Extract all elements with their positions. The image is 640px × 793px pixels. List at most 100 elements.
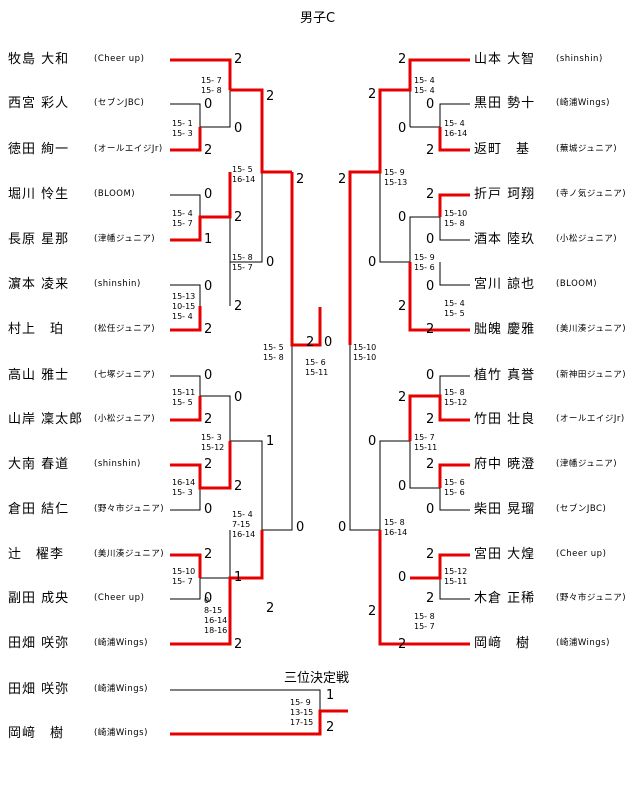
loser-lines	[170, 90, 470, 711]
right-player-1-team: (shinshin)	[556, 54, 603, 64]
left-player-7-team: (松任ジュニア)	[94, 324, 156, 334]
left-player-1-name: 牧島 大和	[8, 52, 70, 67]
set-score: 15- 4 15- 5	[444, 299, 465, 318]
left-player-5-name: 長原 星那	[8, 232, 70, 247]
set-score: 15- 1 15- 3	[172, 119, 193, 138]
right-player-12-team: (Cheer up)	[556, 549, 607, 559]
set-score: 15- 4 7-15 16-14	[232, 510, 256, 539]
set-score: 15- 5 16-14	[232, 165, 256, 184]
left-player-4-team: (BLOOM)	[94, 189, 136, 199]
score: 2	[266, 89, 275, 104]
left-player-11-team: (野々市ジュニア)	[94, 504, 165, 514]
right-player-3-name: 返町 基	[474, 142, 531, 157]
score: 1	[266, 434, 275, 449]
set-score: 15- 5 15- 8	[263, 343, 284, 362]
score: 0	[324, 335, 333, 350]
right-player-14-name: 岡﨑 樹	[474, 636, 531, 651]
score: 0	[426, 502, 435, 517]
score: 2	[426, 591, 435, 606]
right-player-8-name: 植竹 真誉	[474, 368, 536, 383]
set-score: 15- 9 15-13	[384, 168, 408, 187]
score: 2	[398, 637, 407, 652]
right-player-14-team: (崎浦Wings)	[556, 638, 610, 648]
score: 2	[338, 172, 347, 187]
set-score: 15-13 10-15 15- 4	[172, 292, 196, 321]
set-score: 15- 8 16-14	[384, 518, 408, 537]
right-player-10-name: 府中 暁澄	[474, 457, 536, 472]
score: 0	[398, 570, 407, 585]
score: 2	[398, 390, 407, 405]
third-player-1-name: 田畑 咲弥	[8, 682, 70, 697]
right-player-7-team: (美川湊ジュニア)	[556, 324, 627, 334]
score: 2	[204, 143, 213, 158]
left-player-10-team: (shinshin)	[94, 459, 141, 469]
score: 0	[234, 390, 243, 405]
third-place-title: 三位決定戦	[284, 671, 350, 686]
right-player-9-name: 竹田 壮良	[474, 412, 536, 427]
set-score: 15- 8 15- 7	[232, 253, 253, 272]
score: 0	[204, 368, 213, 383]
set-score: 15- 4 15- 4	[414, 76, 435, 95]
right-player-3-team: (蕪城ジュニア)	[556, 144, 618, 154]
score: 0	[204, 97, 213, 112]
right-player-5-team: (小松ジュニア)	[556, 234, 618, 244]
set-score: 15- 9 15- 6	[414, 253, 435, 272]
left-player-9-name: 山岸 凜太郎	[8, 412, 84, 427]
set-score: 15-10 15- 7	[172, 567, 196, 586]
score: 0	[426, 279, 435, 294]
set-score: 0 8-15 16-14 18-16	[204, 596, 228, 635]
left-player-6-name: 濵本 凌来	[8, 277, 70, 292]
score: 2	[234, 210, 243, 225]
set-score: 15- 6 15- 6	[444, 478, 465, 497]
score: 0	[204, 591, 213, 606]
score: 2	[306, 335, 315, 350]
score: 2	[204, 412, 213, 427]
third-player-1-team: (崎浦Wings)	[94, 684, 148, 694]
set-score: 15-10 15- 8	[444, 209, 468, 228]
score: 2	[368, 87, 377, 102]
score: 0	[368, 434, 377, 449]
score: 2	[426, 143, 435, 158]
score: 2	[398, 52, 407, 67]
set-score: 15- 3 15-12	[201, 433, 225, 452]
score: 0	[398, 210, 407, 225]
score: 0	[398, 121, 407, 136]
set-score: 15- 8 15-12	[444, 388, 468, 407]
score: 0	[398, 479, 407, 494]
left-player-6-team: (shinshin)	[94, 279, 141, 289]
set-score: 15- 8 15- 7	[414, 612, 435, 631]
score: 0	[426, 368, 435, 383]
left-player-3-name: 徳田 絢一	[8, 142, 70, 157]
right-player-13-team: (野々市ジュニア)	[556, 593, 627, 603]
score: 2	[426, 187, 435, 202]
score: 2	[368, 604, 377, 619]
set-score: 15-11 15- 5	[172, 388, 196, 407]
right-player-4-name: 折戸 珂翔	[474, 187, 536, 202]
left-player-12-name: 辻 櫂李	[8, 547, 65, 562]
score: 0	[204, 187, 213, 202]
score: 2	[398, 299, 407, 314]
left-player-11-name: 倉田 結仁	[8, 502, 70, 517]
score: 2	[426, 412, 435, 427]
score: 2	[204, 322, 213, 337]
third-player-2-name: 岡﨑 樹	[8, 726, 65, 741]
right-player-2-team: (崎浦Wings)	[556, 98, 610, 108]
score: 1	[234, 570, 243, 585]
score: 1	[204, 232, 213, 247]
score: 0	[296, 520, 305, 535]
score: 2	[204, 547, 213, 562]
left-player-2-name: 西宮 彩人	[8, 96, 70, 111]
left-player-3-team: (オールエイジJr)	[94, 144, 163, 154]
score: 2	[204, 457, 213, 472]
left-player-13-name: 副田 成央	[8, 591, 70, 606]
score: 0	[204, 279, 213, 294]
right-player-13-name: 木倉 正稀	[474, 591, 536, 606]
left-player-10-name: 大南 春道	[8, 457, 70, 472]
right-player-11-team: (セブンJBC)	[556, 504, 607, 514]
score: 2	[234, 52, 243, 67]
score: 2	[426, 322, 435, 337]
right-player-11-name: 柴田 晃瑠	[474, 502, 536, 517]
right-player-6-team: (BLOOM)	[556, 279, 598, 289]
left-player-14-team: (崎浦Wings)	[94, 638, 148, 648]
